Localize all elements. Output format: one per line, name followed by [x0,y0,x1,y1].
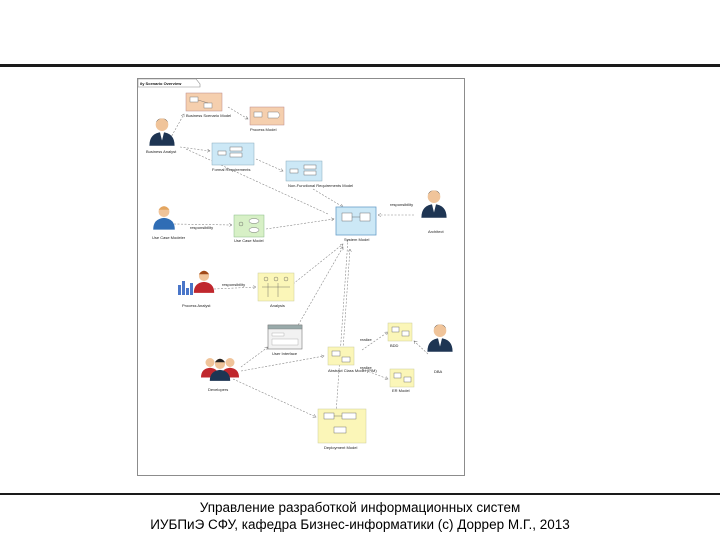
diagram-frame: ily Scenario Overview responsibility res… [137,78,465,476]
model-er: ER Model [389,368,415,393]
model-deployment: Deployment Model [317,408,367,450]
scenario-diagram: ily Scenario Overview responsibility res… [138,79,453,450]
model-process: Process Model [249,106,285,132]
chart-icon [178,281,193,295]
user-icon [193,270,215,293]
model-abstract-class: Abstract Class Model (PIM) [327,346,377,373]
top-rule [0,64,720,67]
model-analysis: Analysis [257,272,295,308]
actor-use-case-modeler-label: Use Case Modeler [152,235,186,240]
user-icon [149,118,175,146]
actor-use-case-modeler: Use Case Modeler [152,206,186,240]
user-icon [427,324,453,352]
model-er-label: ER Model [392,388,410,393]
actor-business-analyst-label: Business Analyst [146,149,177,154]
frame-title: ily Scenario Overview [140,81,182,86]
model-system: System Model [335,206,377,242]
actor-developers-label: Developers [208,387,228,392]
frame-title-tab [138,79,201,88]
relation-label-responsibility-2: responsibility [190,225,213,230]
model-process-label: Process Model [250,127,277,132]
user-icon [421,190,447,218]
actor-architect: Architect [421,190,447,234]
model-formal-requirements: Formal Requirements [211,142,255,172]
connectors [169,106,429,417]
model-analysis-label: Analysis [270,303,285,308]
model-bdd-label: BDD [390,343,399,348]
relation-label-responsibility-3: responsibility [222,282,245,287]
model-user-interface: User Interface [267,324,303,356]
model-formal-requirements-label: Formal Requirements [212,167,250,172]
actor-process-analyst-label: Process Analyst [182,303,211,308]
actor-dba: DBA [427,324,453,374]
bottom-rule [0,493,720,495]
footer-credits: ИУБПиЭ СФУ, кафедра Бизнес-информатики (… [150,517,570,532]
relation-label-responsibility-1: responsibility [390,202,413,207]
actor-architect-label: Architect [428,229,444,234]
model-use-case: Use Case Model [233,214,265,243]
model-non-functional-label: Non-Functional Requirements Model [288,183,353,188]
model-system-label: System Model [344,237,369,242]
model-abstract-class-label: Abstract Class Model (PIM) [328,368,377,373]
user-icon [153,206,175,230]
model-deployment-label: Deployment Model [324,445,357,450]
model-non-functional: Non-Functional Requirements Model [285,160,353,188]
model-business-scenario: Business Scenario Model [185,92,231,118]
relation-label-realize-1: realize [360,337,373,342]
actor-process-analyst: Process Analyst [178,270,215,308]
model-use-case-label: Use Case Model [234,238,264,243]
relation-label-realize-2: realize [360,365,373,370]
actor-business-analyst: Business Analyst [146,118,177,154]
model-business-scenario-label: Business Scenario Model [186,113,231,118]
model-bdd: BDD [387,322,413,348]
actor-developers: Developers [201,358,239,392]
model-user-interface-label: User Interface [272,351,298,356]
user-icon [209,358,231,381]
actor-dba-label: DBA [434,369,443,374]
footer-course-title: Управление разработкой информационных си… [199,500,521,515]
